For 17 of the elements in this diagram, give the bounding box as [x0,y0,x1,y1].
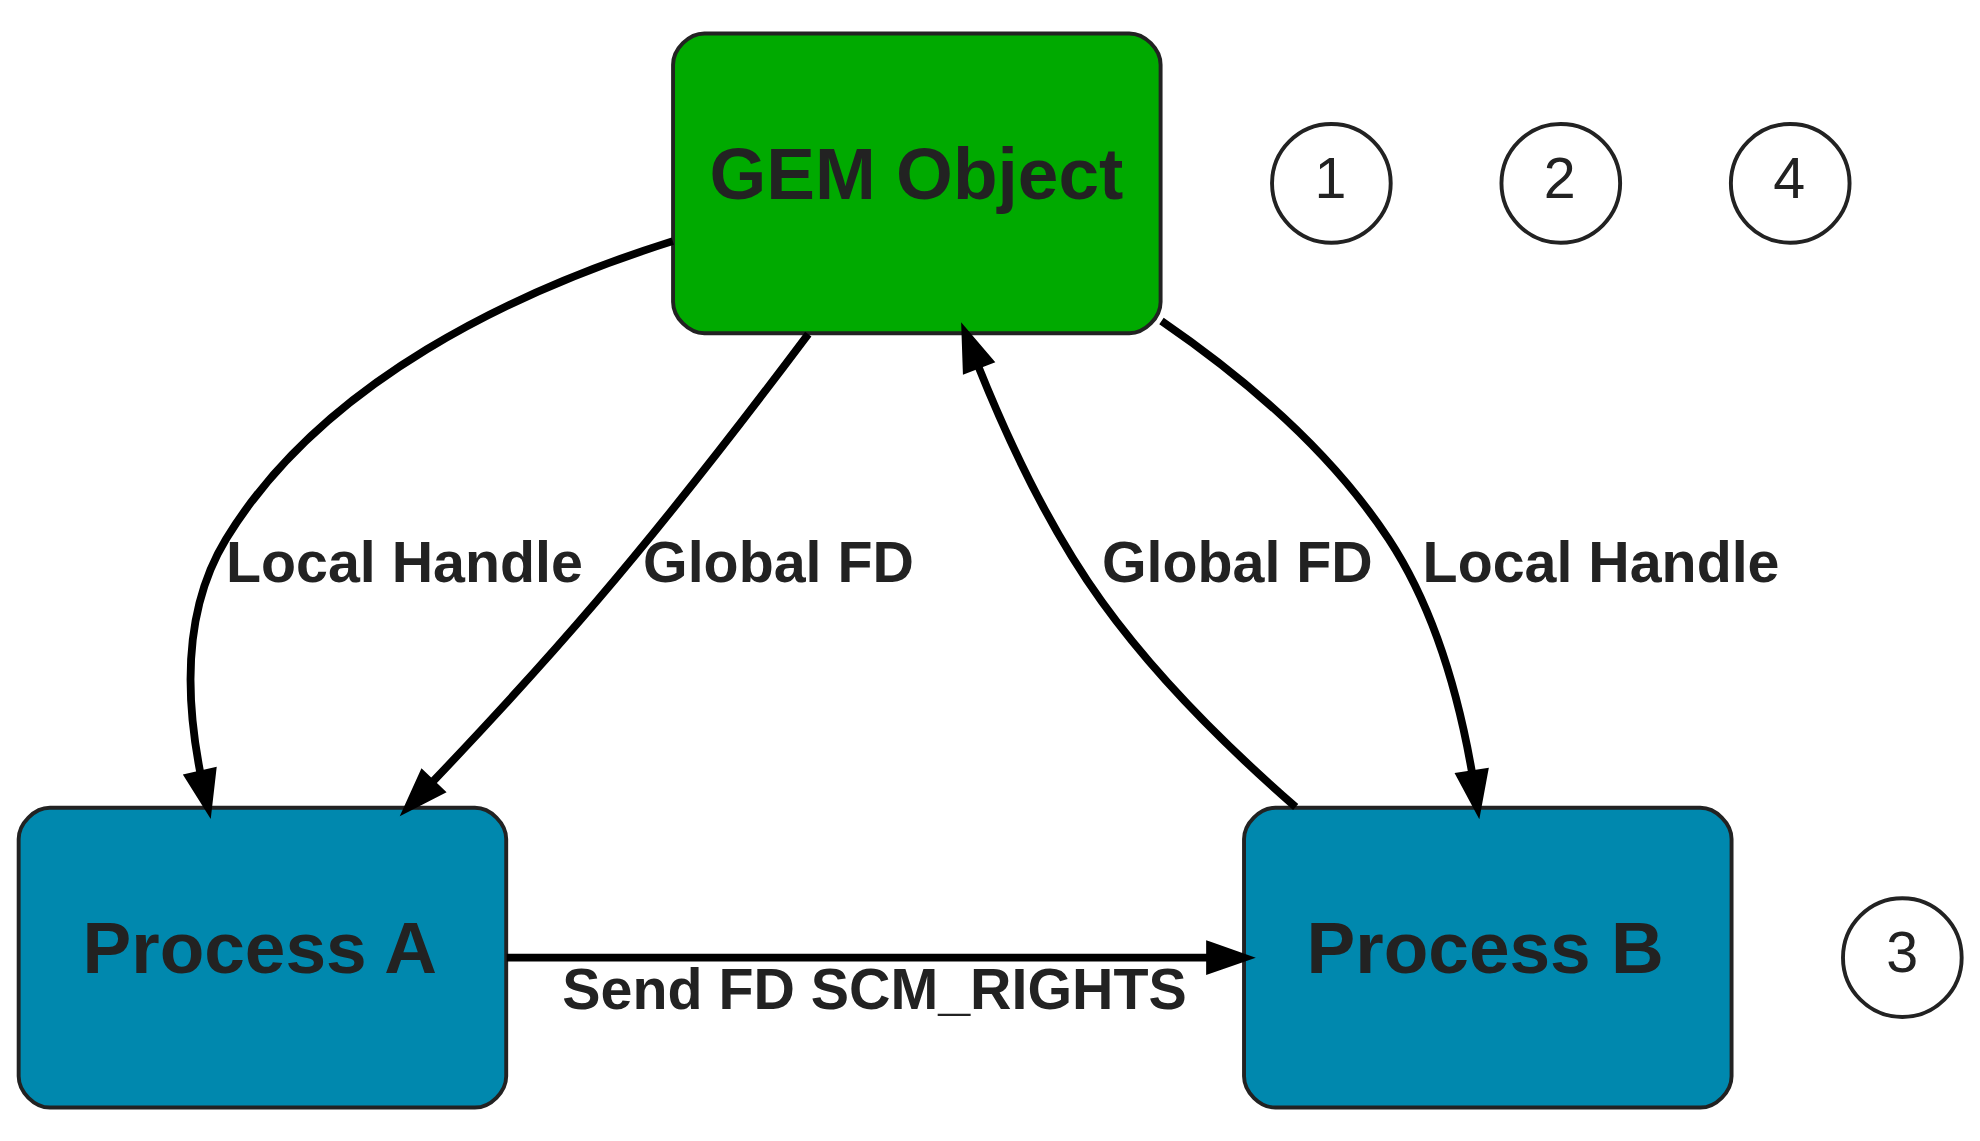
edge-label: Global FD [1101,530,1373,595]
arrow [1159,317,1489,820]
node-circle: 4 [1728,122,1852,245]
arrow [182,237,674,819]
node-circle: 3 [1841,896,1964,1019]
node-circle: 1 [1270,122,1393,245]
arrow [506,940,1256,976]
edge-label: Local Handle [1422,530,1780,595]
node-circle: 2 [1499,122,1623,245]
node-box: Process A [16,805,509,1110]
arrow [399,331,812,817]
edge-label: Send FD SCM_RIGHTS [562,956,1187,1021]
edge-label: Global FD [643,530,914,595]
edge-label: Local Handle [225,530,583,595]
node-box: Process B [1242,805,1734,1110]
node-box: GEM Object [671,31,1163,336]
arrow [961,322,1299,810]
